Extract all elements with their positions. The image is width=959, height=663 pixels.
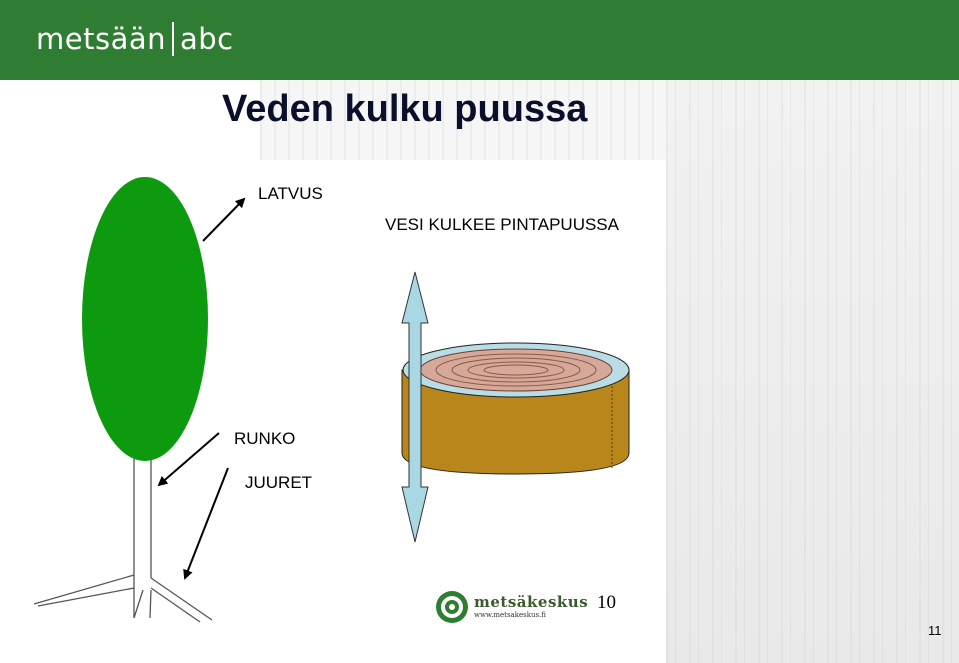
- metsakeskus-emblem-icon: [436, 591, 468, 623]
- metsakeskus-logo: metsäkeskus www.metsakeskus.fi: [474, 590, 588, 622]
- roots-pointer-arrow: [183, 467, 229, 580]
- metsakeskus-url: www.metsakeskus.fi: [474, 611, 546, 619]
- slide-title: Veden kulku puussa: [222, 88, 588, 130]
- roots-label: JUURET: [245, 473, 313, 492]
- tree-trunk: [133, 455, 152, 588]
- slide-number: 11: [928, 623, 942, 638]
- metsaan-abc-logo: metsään abc: [36, 22, 234, 56]
- water-flow-arrow: [401, 271, 429, 543]
- background-wood-texture-top: [260, 80, 666, 165]
- tree-crown: [82, 177, 208, 461]
- trunk-label: RUNKO: [234, 429, 296, 448]
- water-caption-label: VESI KULKEE PINTAPUUSSA: [385, 215, 619, 234]
- log-cross-section: [401, 342, 630, 475]
- logo-separator: [172, 22, 174, 56]
- background-wood-texture: [666, 80, 959, 663]
- inner-page-number: 10: [597, 592, 616, 613]
- crown-label: LATVUS: [258, 184, 323, 203]
- metsakeskus-name: metsäkeskus: [474, 593, 589, 611]
- crown-pointer-arrow: [202, 197, 246, 242]
- trunk-pointer-arrow: [157, 432, 220, 487]
- logo-word-left: metsään: [36, 22, 166, 56]
- logo-word-right: abc: [180, 22, 234, 56]
- header-bar: metsään abc: [0, 0, 959, 80]
- tree-roots: [33, 574, 213, 623]
